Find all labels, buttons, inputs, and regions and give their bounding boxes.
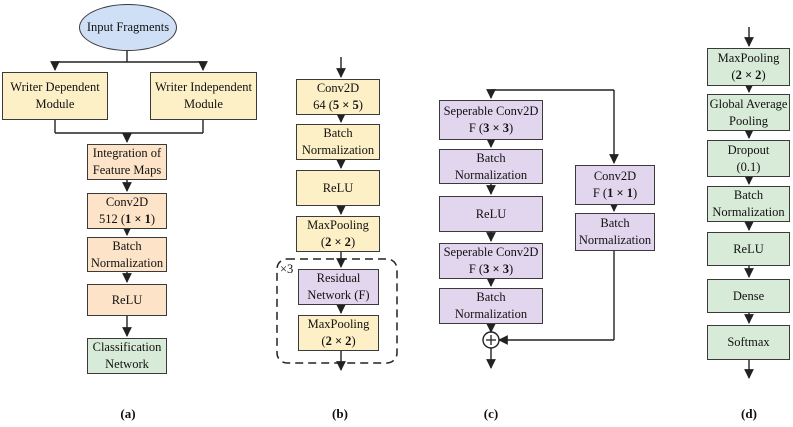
caption-b: (b) [332,406,348,421]
batchnorm-block-d: Batch Normalization [707,186,790,222]
kernel-size-emphasis: 1 × 1 [125,212,151,226]
kernel-size-emphasis: 2 × 2 [325,334,352,348]
repeat-label: ×3 [280,262,294,276]
writer-independent-module: Writer Independent Module [150,72,257,120]
maxpool-b-label-line2: (2 × 2) [320,235,356,249]
residual-label-line2: Network (F) [307,288,370,302]
integration-label-line2: Feature Maps [92,163,162,177]
residual-network-block: Residual Network (F) [298,269,379,305]
softmax-block: Softmax [707,325,790,360]
batchnorm-block-b: Batch Normalization [296,124,380,160]
batchnorm-block-a: Batch Normalization [87,237,167,272]
maxpool-block-b: MaxPooling (2 × 2) [296,216,380,252]
batchnorm-a-label-line2: Normalization [90,255,164,270]
integration-label-line1: Integration of [92,146,162,161]
conv2d-a-label-line2: 512 (1 × 1) [98,212,156,226]
input-fragments-label: Input Fragments [86,20,170,35]
batchnorm-block-c-1: Batch Normalization [439,149,543,184]
sepconv2-label-line1: Seperable Conv2D [443,245,539,260]
batchnorm2-c-label-line1: Batch [476,290,506,305]
batchnorm-a-label-line1: Batch [112,238,142,253]
relu-block-a: ReLU [87,284,167,316]
sepconv-block-1: Seperable Conv2D F (3 × 3) [439,100,543,140]
input-fragments-node: Input Fragments [79,4,177,51]
maxpool-d-label-line2: (2 × 2) [731,68,766,82]
writer-independent-label-line1: Writer Independent [154,80,253,95]
dropout-label-line1: Dropout [727,142,770,157]
maxpool-block-b-2: MaxPooling (2 × 2) [298,315,379,351]
sepconv1-label-line1: Seperable Conv2D [443,104,539,119]
kernel-size-emphasis: 3 × 3 [483,262,509,276]
classification-label-line1: Classification [92,340,162,355]
maxpool2-b-label-line2: (2 × 2) [321,334,356,348]
skip-conv-block: Conv2D F (1 × 1) [575,165,655,205]
add-node [482,331,500,349]
classification-label-line2: Network [105,357,149,371]
writer-dependent-module: Writer Dependent Module [2,72,108,120]
classification-network-block: Classification Network [87,338,167,374]
batchnorm2-c-label-line2: Normalization [454,307,528,321]
maxpool-block-d: MaxPooling (2 × 2) [707,48,790,86]
gap-label-line1: Global Average [709,96,788,111]
kernel-size-emphasis: 5 × 5 [332,98,359,112]
dropout-label-line2: (0.1) [736,159,761,174]
repeat-group-border [276,258,398,364]
skip-batchnorm-label-line2: Normalization [578,233,652,247]
dense-block: Dense [707,279,790,313]
batchnorm1-c-label-line1: Batch [476,150,506,165]
writer-dependent-label-line2: Module [35,97,75,111]
relu-a-label: ReLU [111,292,143,307]
skip-batchnorm-label-line1: Batch [600,216,630,231]
gap-label-line2: Pooling [729,113,768,128]
caption-d: (d) [741,406,757,421]
kernel-size-emphasis: 1 × 1 [607,186,633,200]
conv2d-a-label-line1: Conv2D [105,195,149,210]
sepconv2-label-line2: F (3 × 3) [468,262,514,276]
relu-c-label: ReLU [475,206,507,221]
conv2d-b-label-line1: Conv2D [316,81,360,96]
relu-block-c: ReLU [439,196,543,232]
skip-batchnorm-block: Batch Normalization [575,213,655,251]
kernel-size-emphasis: 2 × 2 [325,235,351,249]
conv2d-block-a: Conv2D 512 (1 × 1) [87,193,167,229]
global-average-pooling-block: Global Average Pooling [707,94,790,131]
dropout-block: Dropout (0.1) [707,140,790,177]
batchnorm-b-label-line2: Normalization [301,143,375,157]
writer-dependent-label-line1: Writer Dependent [10,80,100,95]
dense-label: Dense [732,288,765,303]
batchnorm-d-label-line2: Normalization [712,205,785,219]
maxpool-d-label-line1: MaxPooling [717,51,780,66]
conv2d-b-label-line2: 64 (5 × 5) [313,98,363,112]
batchnorm-d-label-line1: Batch [733,188,764,203]
batchnorm-block-c-2: Batch Normalization [439,288,543,324]
skip-conv-label-line1: Conv2D [593,169,637,184]
relu-b-label: ReLU [322,180,354,195]
conv2d-block-b: Conv2D 64 (5 × 5) [296,79,380,115]
caption-a: (a) [120,406,136,421]
relu-block-b: ReLU [296,170,380,206]
residual-label-line1: Residual [316,271,361,286]
softmax-label: Softmax [727,335,770,350]
kernel-size-emphasis: 3 × 3 [483,121,509,135]
sepconv-block-2: Seperable Conv2D F (3 × 3) [439,243,543,279]
relu-d-label: ReLU [733,241,764,256]
skip-conv-label-line2: F (1 × 1) [592,186,638,200]
batchnorm1-c-label-line2: Normalization [454,167,528,182]
batchnorm-b-label-line1: Batch [323,126,353,141]
caption-c: (c) [483,406,499,421]
maxpool2-b-label-line1: MaxPooling [307,317,370,332]
sepconv1-label-line2: F (3 × 3) [468,121,514,135]
kernel-size-emphasis: 2 × 2 [735,68,762,82]
integration-block: Integration of Feature Maps [87,144,167,180]
maxpool-b-label-line1: MaxPooling [307,218,369,233]
relu-block-d: ReLU [707,232,790,266]
writer-independent-label-line2: Module [184,97,223,111]
